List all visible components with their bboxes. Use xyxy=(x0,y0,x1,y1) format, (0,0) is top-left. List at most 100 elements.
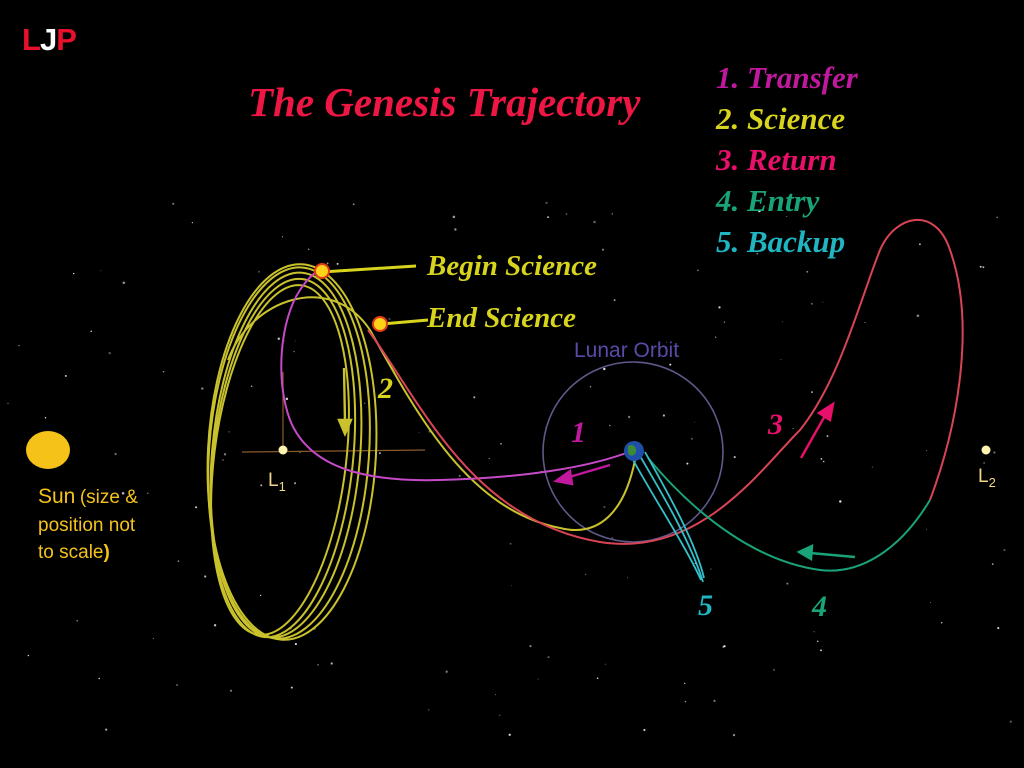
entry-trajectory xyxy=(647,457,931,572)
science-leader-lines xyxy=(321,264,429,326)
star xyxy=(509,542,512,545)
star xyxy=(822,301,824,303)
segment-number-backup: 5 xyxy=(698,589,713,622)
transfer-trajectory xyxy=(280,268,635,482)
star xyxy=(545,201,548,205)
star xyxy=(418,431,420,433)
science-arrow xyxy=(337,367,353,438)
star xyxy=(293,350,295,353)
l1-label-sub: 1 xyxy=(278,478,286,494)
star xyxy=(537,678,539,680)
star xyxy=(810,302,813,305)
star xyxy=(691,438,693,440)
l2-label-sub: 2 xyxy=(988,474,996,490)
star xyxy=(317,664,319,666)
segment-number-return: 3 xyxy=(768,408,783,441)
star xyxy=(495,694,497,696)
star xyxy=(122,281,126,285)
star xyxy=(710,568,712,570)
star xyxy=(603,506,606,508)
sun-note-3: to scale xyxy=(38,542,104,563)
star xyxy=(718,306,721,309)
star xyxy=(627,415,631,419)
star xyxy=(806,270,809,273)
star xyxy=(916,314,920,317)
star xyxy=(488,457,490,460)
segment-number-science: 2 xyxy=(378,372,393,405)
science-orbit xyxy=(206,263,636,641)
star xyxy=(18,344,20,347)
star xyxy=(336,262,339,265)
return-trajectory xyxy=(367,219,964,545)
star xyxy=(926,450,927,452)
star xyxy=(666,341,668,343)
star xyxy=(601,248,605,251)
star xyxy=(500,442,502,445)
star xyxy=(864,321,866,324)
segment-number-transfer: 1 xyxy=(571,416,586,449)
end-science-label: End Science xyxy=(427,302,577,334)
star xyxy=(445,670,448,673)
star xyxy=(223,453,227,456)
sun-note-paren: ) xyxy=(103,542,110,563)
star xyxy=(732,733,736,737)
star xyxy=(593,220,596,224)
star xyxy=(983,462,985,464)
l1-point xyxy=(278,445,288,455)
star xyxy=(839,500,842,503)
star xyxy=(714,336,717,338)
earth xyxy=(624,441,644,461)
star xyxy=(277,337,281,341)
star xyxy=(473,396,476,399)
star xyxy=(816,640,819,643)
star xyxy=(508,733,511,737)
star xyxy=(733,456,736,459)
sun-name: Sun xyxy=(38,485,76,508)
transfer-arrow xyxy=(553,463,611,486)
star xyxy=(114,452,117,456)
star xyxy=(611,537,614,539)
star xyxy=(820,649,822,652)
star xyxy=(585,573,587,575)
star xyxy=(982,266,985,269)
star xyxy=(121,492,125,495)
star xyxy=(993,451,996,454)
l1-label: L1 xyxy=(268,470,286,494)
sun xyxy=(26,431,70,469)
star xyxy=(786,582,789,585)
star xyxy=(991,563,994,565)
star xyxy=(204,575,207,578)
legend-item-return: 3. Return xyxy=(716,142,837,177)
star xyxy=(596,677,599,679)
star xyxy=(609,424,611,427)
star xyxy=(427,709,430,711)
star xyxy=(613,299,616,302)
star xyxy=(792,428,794,429)
star xyxy=(611,213,614,215)
star xyxy=(604,663,607,665)
star xyxy=(290,686,293,689)
lunar-orbit-label: Lunar Orbit xyxy=(574,339,680,362)
star xyxy=(284,340,286,342)
star xyxy=(781,321,783,323)
l2-point xyxy=(981,445,991,455)
star xyxy=(643,728,646,732)
star xyxy=(100,270,102,272)
star xyxy=(822,460,825,463)
star xyxy=(547,216,550,219)
star xyxy=(177,560,180,562)
star xyxy=(73,272,75,275)
star xyxy=(529,644,532,648)
legend-item-entry: 4. Entry xyxy=(716,183,820,218)
star xyxy=(330,662,333,665)
star xyxy=(713,699,716,702)
star xyxy=(696,269,699,272)
star xyxy=(229,689,233,692)
star xyxy=(684,700,687,703)
l2-label: L2 xyxy=(978,466,996,490)
star xyxy=(285,397,289,401)
star xyxy=(250,385,253,388)
star xyxy=(454,228,457,231)
star xyxy=(364,402,366,404)
